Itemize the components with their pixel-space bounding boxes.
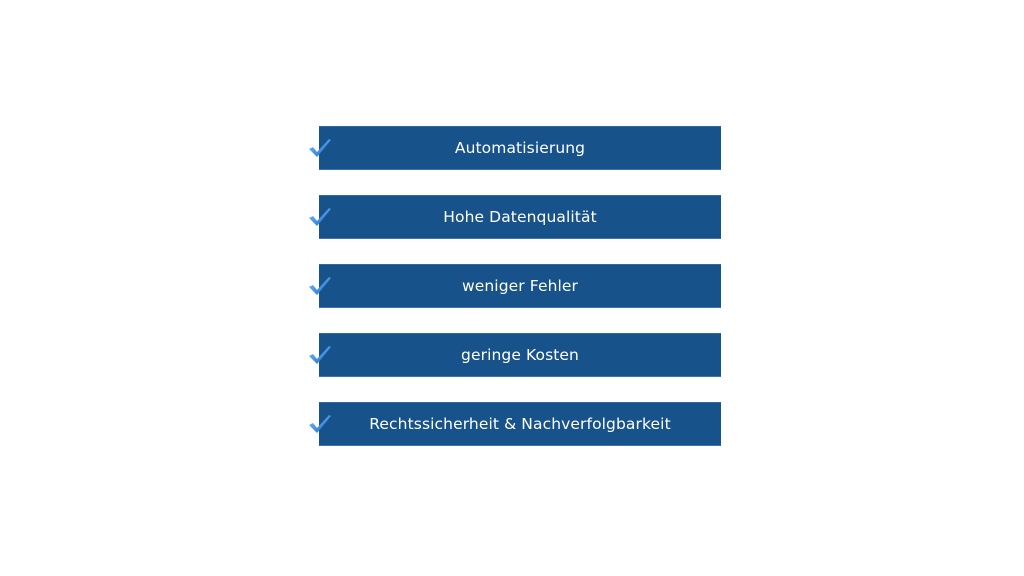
benefit-bar: Rechtssicherheit & Nachverfolgbarkeit (319, 402, 721, 446)
benefit-label: Hohe Datenqualität (443, 208, 597, 226)
benefit-label: Rechtssicherheit & Nachverfolgbarkeit (369, 415, 671, 433)
checkmark-icon (309, 415, 331, 433)
benefit-label: geringe Kosten (461, 346, 579, 364)
checkmark-icon (309, 139, 331, 157)
benefit-item: weniger Fehler (309, 264, 721, 308)
checkmark-icon (309, 208, 331, 226)
benefit-label: weniger Fehler (461, 277, 579, 295)
checkmark-icon (309, 346, 331, 364)
checkmark-icon (309, 277, 331, 295)
benefit-label: Automatisierung (454, 139, 586, 157)
benefit-item: Hohe Datenqualität (309, 195, 721, 239)
benefit-bar: geringe Kosten (319, 333, 721, 377)
benefit-item: Automatisierung (309, 126, 721, 170)
benefit-item: Rechtssicherheit & Nachverfolgbarkeit (309, 402, 721, 446)
benefit-bar: Automatisierung (319, 126, 721, 170)
benefit-item: geringe Kosten (309, 333, 721, 377)
benefit-bar: weniger Fehler (319, 264, 721, 308)
benefit-bar: Hohe Datenqualität (319, 195, 721, 239)
